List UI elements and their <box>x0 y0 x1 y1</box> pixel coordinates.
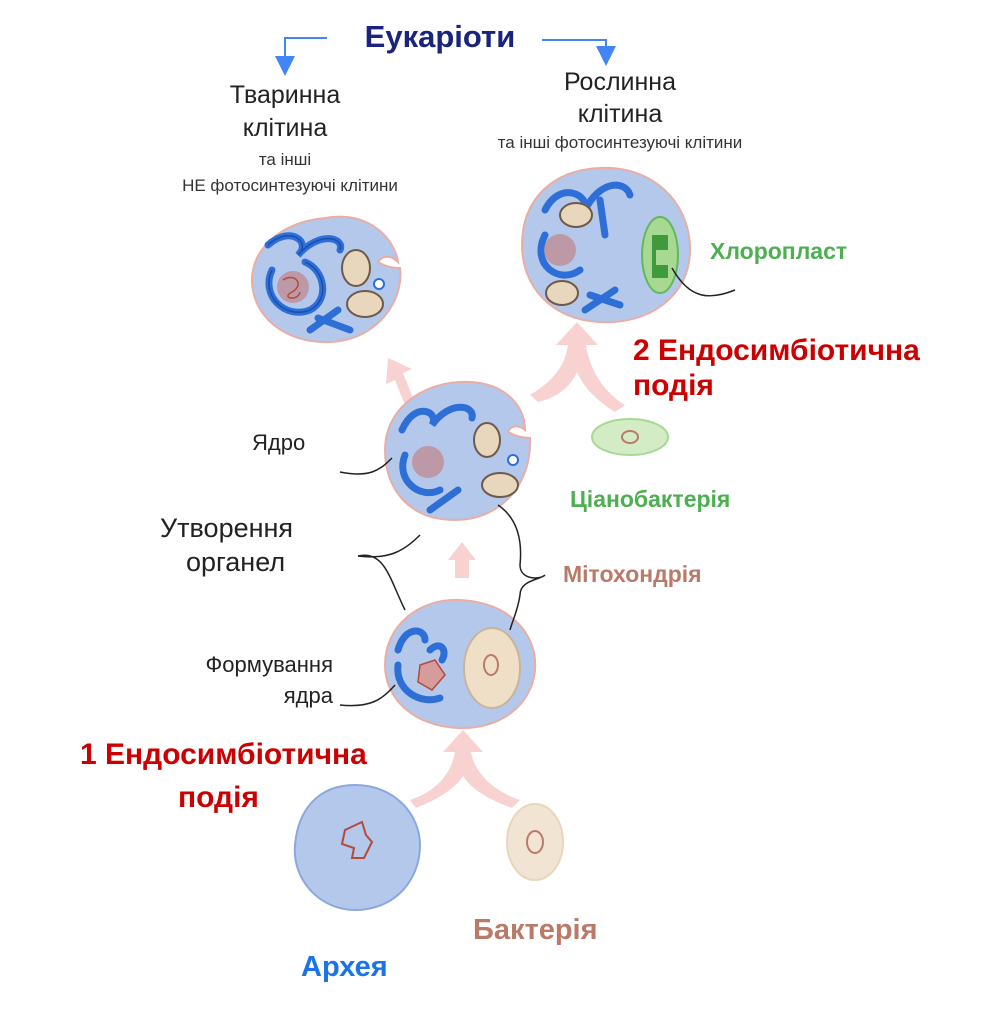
first-event-line1: 1 Ендосимбіотична <box>80 738 367 771</box>
title-arrows <box>275 37 616 76</box>
nucleus-formation-pointer <box>339 684 396 707</box>
plant-cell <box>520 166 736 324</box>
archaea-label: Архея <box>301 951 388 983</box>
bacterium-label: Бактерія <box>473 914 598 946</box>
organelle-label-line2: органел <box>186 547 286 577</box>
animal-cell-title-line1: Тваринна <box>229 81 341 109</box>
nucleus-label: Ядро <box>252 430 306 455</box>
up-arrow-animal <box>386 358 413 405</box>
right-branch-arrow <box>542 39 616 66</box>
cyanobacterium-label: Ціанобактерія <box>570 486 731 512</box>
nucleus-pointer <box>339 457 393 475</box>
first-event-line2: подія <box>178 781 259 814</box>
second-event-line2: подія <box>633 369 714 402</box>
animal-cell <box>250 215 402 344</box>
plant-cell-title-line1: Рослинна <box>563 68 677 96</box>
organelle-pointer-2 <box>357 554 406 611</box>
second-event-line1: 2 Ендосимбіотична <box>633 334 920 367</box>
nucleus-formation-line2: ядра <box>283 683 333 708</box>
cyanobacterium-cell <box>591 418 669 456</box>
organelle-pointer-1 <box>357 534 421 558</box>
chloroplast-label: Хлоропласт <box>710 238 848 264</box>
organelle-label-line1: Утворення <box>160 513 294 543</box>
animal-cell-note-line1: та інші <box>258 150 312 169</box>
growth-arrows <box>386 322 625 808</box>
merge-arrow-1 <box>410 730 520 808</box>
plant-cell-note: та інші фотосинтезуючі клітини <box>497 133 743 152</box>
page-title: Еукаріоти <box>364 19 516 54</box>
archaea-cell <box>293 783 422 912</box>
mitochondrion-bracket <box>497 504 546 631</box>
animal-cell-title-line2: клітина <box>242 114 328 142</box>
nucleus-formation-line1: Формування <box>205 652 333 677</box>
pointer-lines <box>339 457 546 707</box>
bacterium-cell <box>506 803 564 881</box>
middle-cell <box>383 380 532 522</box>
mitochondrion-label: Мітохондрія <box>563 561 702 587</box>
left-branch-arrow <box>275 37 327 76</box>
merge-arrow-2 <box>530 322 625 412</box>
animal-cell-note-line2: НЕ фотосинтезуючі клітини <box>182 176 398 195</box>
plant-cell-title-line2: клітина <box>577 100 663 128</box>
lower-cell <box>383 598 537 730</box>
up-arrow-2 <box>448 542 476 578</box>
